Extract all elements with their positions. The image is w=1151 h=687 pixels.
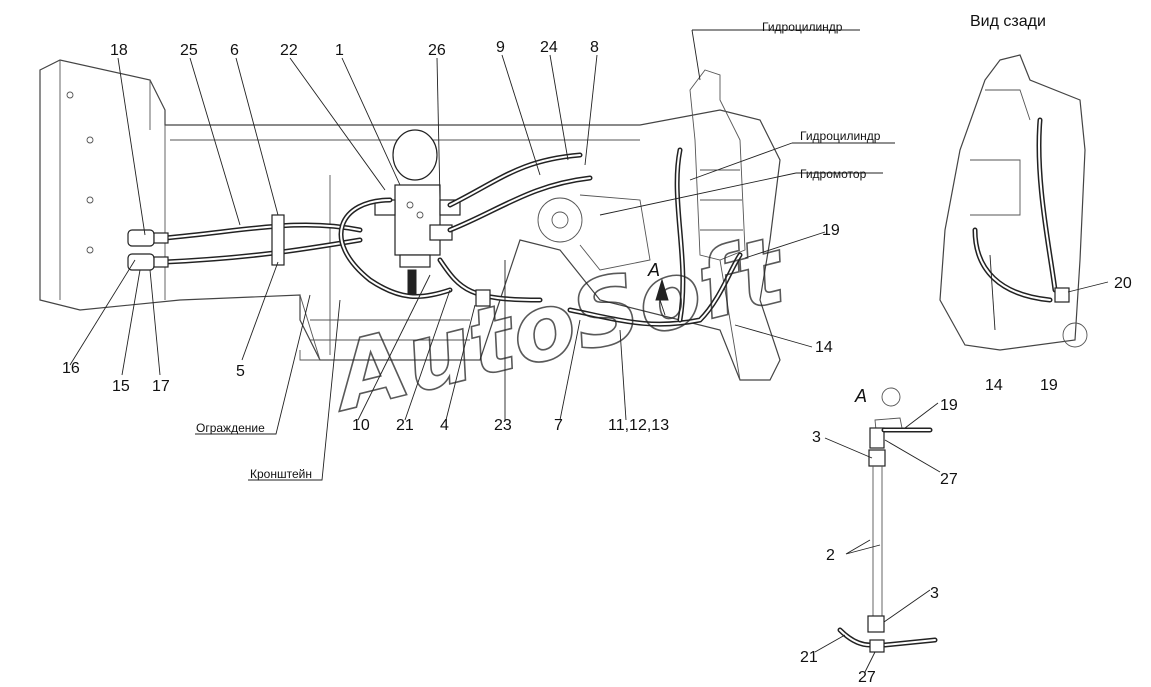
callout-25: 25: [180, 42, 198, 59]
callout-16: 16: [62, 360, 80, 377]
callout-21-main: 21: [396, 417, 414, 434]
callout-9: 9: [496, 39, 505, 56]
callout-20: 20: [1114, 275, 1132, 292]
valve-block: [374, 129, 461, 299]
label-guard: Ограждение: [196, 421, 265, 435]
view-a-arrow: [655, 278, 669, 301]
callout-7: 7: [554, 417, 563, 434]
callout-3-bottom: 3: [930, 585, 939, 602]
callout-22: 22: [280, 42, 298, 59]
callout-27-bottom: 27: [858, 669, 876, 686]
callout-2: 2: [826, 547, 835, 564]
watermark: AutoSoft: [319, 216, 797, 433]
quick-couplers: [127, 214, 491, 307]
leader-lines: [69, 29, 1109, 673]
callout-21-view-a: 21: [800, 649, 818, 666]
view-a-marker: A: [647, 260, 660, 280]
callout-4: 4: [440, 417, 449, 434]
view-rear-title: Вид сзади: [970, 13, 1046, 30]
callout-19-rear: 19: [1040, 377, 1058, 394]
callout-17: 17: [152, 378, 170, 395]
callout-27-top: 27: [940, 471, 958, 488]
callout-5: 5: [236, 363, 245, 380]
hoses: [162, 147, 743, 327]
label-hydrocylinder-mid: Гидроцилиндр: [800, 129, 881, 143]
callout-18: 18: [110, 42, 128, 59]
callout-14-rear: 14: [985, 377, 1003, 394]
label-hydrocylinder-top: Гидроцилиндр: [762, 20, 843, 34]
label-hydromotor: Гидромотор: [800, 167, 867, 181]
callout-1: 1: [335, 42, 344, 59]
callouts: 18 25 6 22 1 26 9 24 8 19 14 16 15 17 5 …: [62, 39, 1132, 686]
callout-26: 26: [428, 42, 446, 59]
callout-10: 10: [352, 417, 370, 434]
label-bracket: Кронштейн: [250, 467, 312, 481]
callout-19-view-a: 19: [940, 397, 958, 414]
callout-3-top: 3: [812, 429, 821, 446]
callout-24: 24: [540, 39, 558, 56]
callout-14-main: 14: [815, 339, 833, 356]
callout-11-12-13: 11,12,13: [608, 417, 669, 434]
rear-view: [939, 54, 1088, 351]
callout-15: 15: [112, 378, 130, 395]
callout-8: 8: [590, 39, 599, 56]
view-a-label: A: [854, 386, 867, 406]
callout-19-main: 19: [822, 222, 840, 239]
callout-23: 23: [494, 417, 512, 434]
callout-6: 6: [230, 42, 239, 59]
view-a-detail: [837, 387, 938, 653]
